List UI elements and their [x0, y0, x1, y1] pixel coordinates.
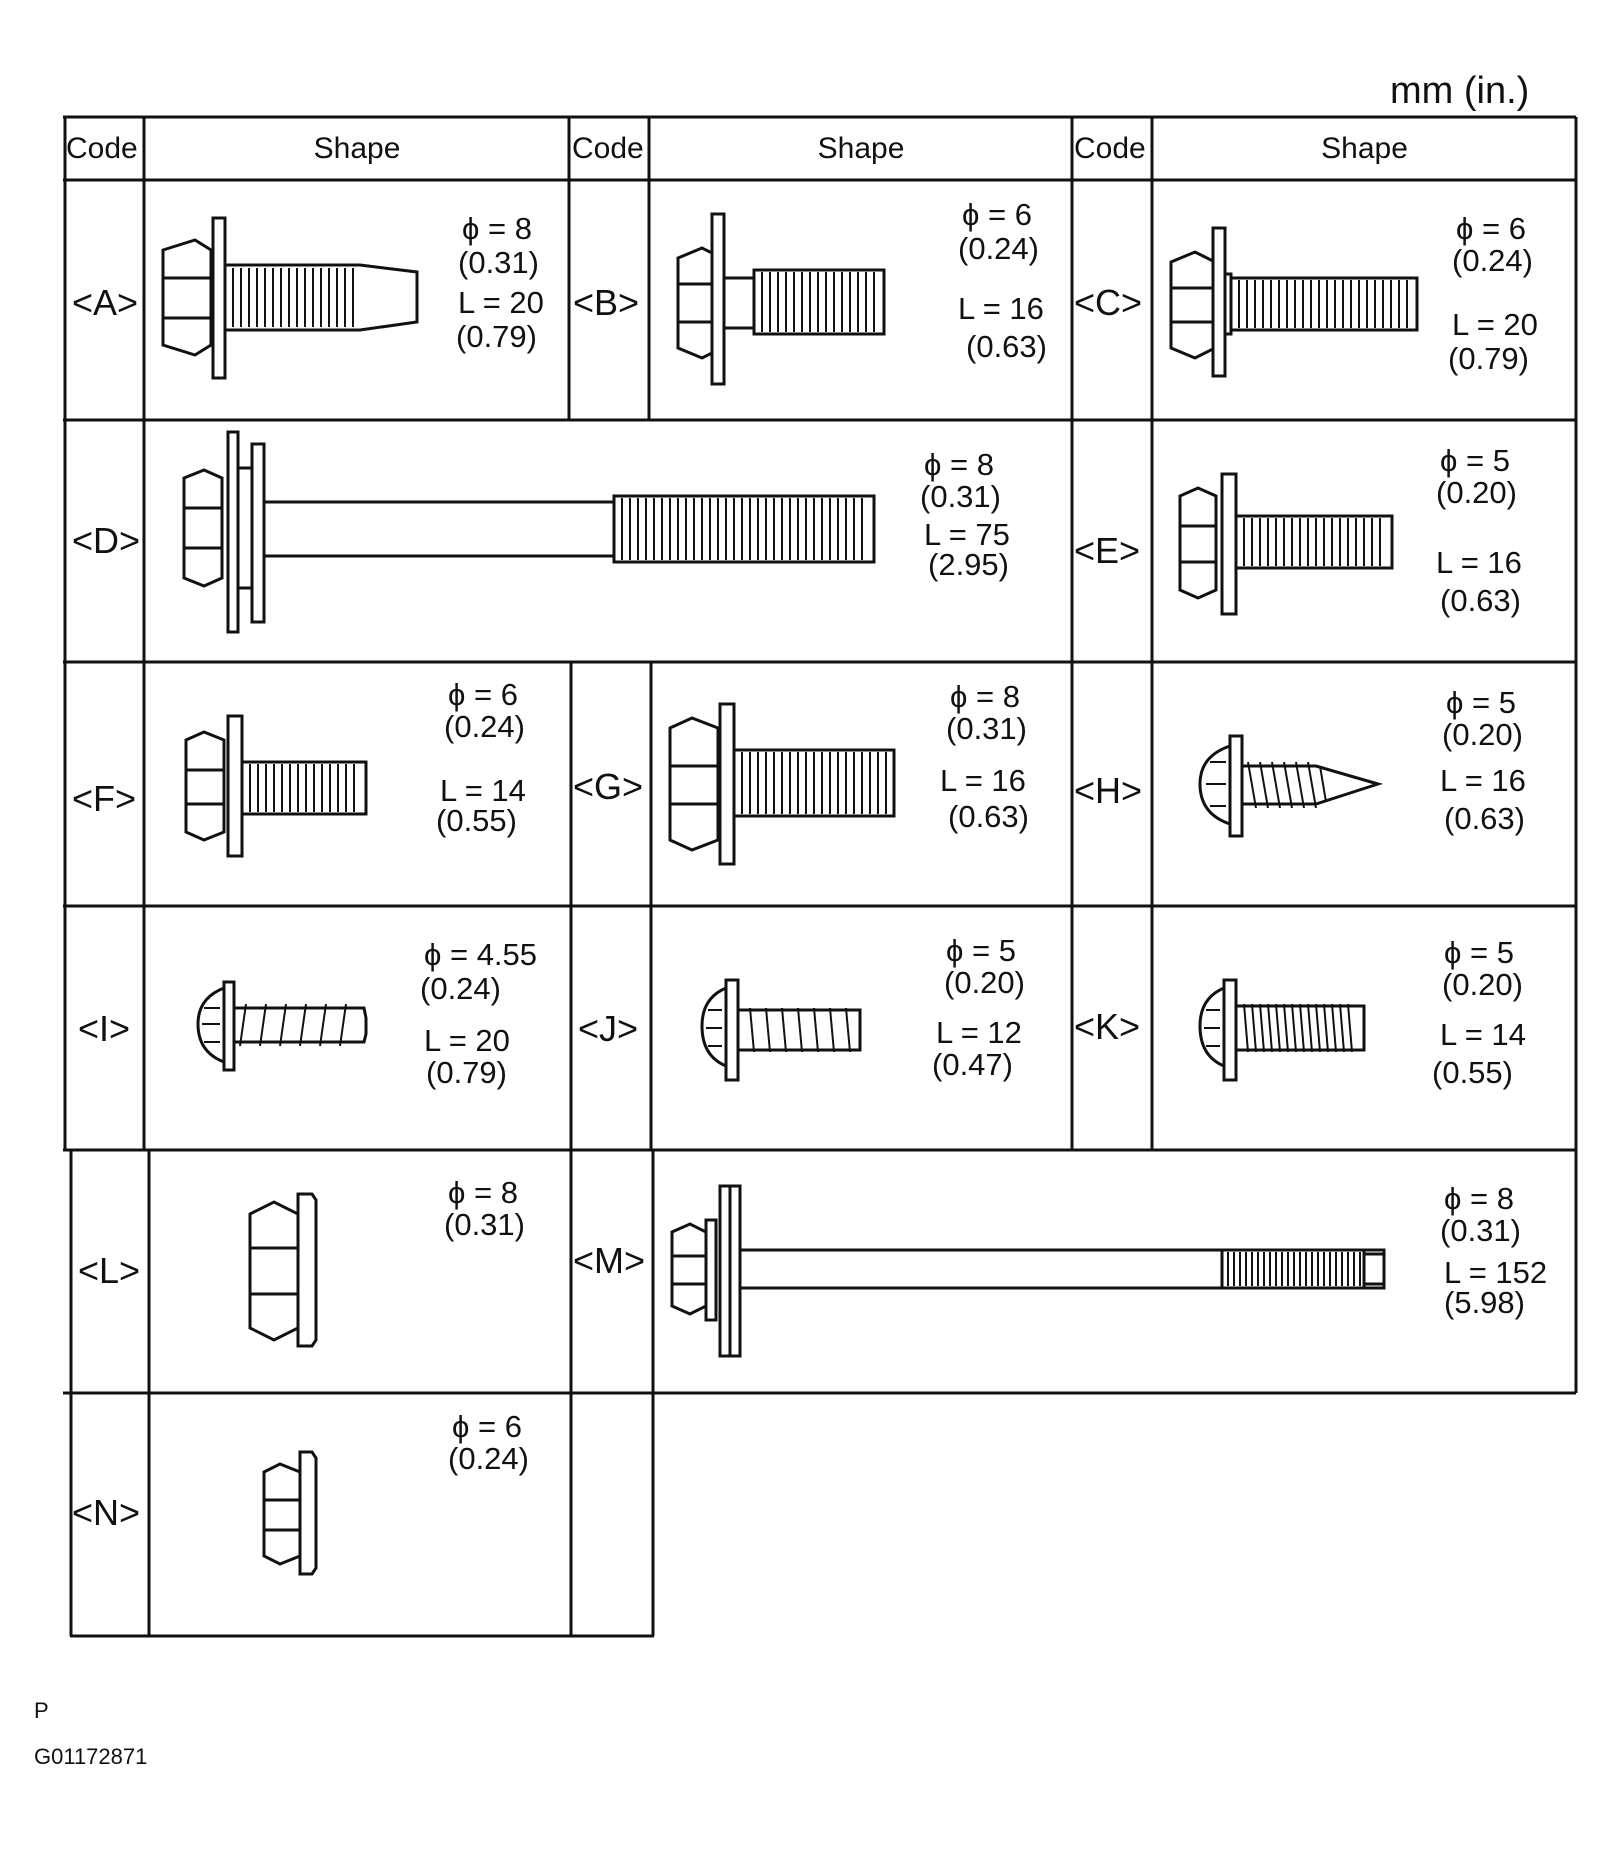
spec-e-dia: ϕ = 5: [1440, 443, 1510, 478]
bolt-e-icon: [1178, 472, 1394, 616]
spec-k-dia: ϕ = 5: [1444, 935, 1514, 970]
spec-d-len-in: (2.95): [928, 547, 1009, 582]
spec-d-dia-in: (0.31): [920, 479, 1001, 514]
header-code-3: Code: [1074, 132, 1146, 165]
spec-b-dia-in: (0.24): [958, 231, 1039, 266]
header-code-2: Code: [572, 132, 644, 165]
spec-c-dia-in: (0.24): [1452, 243, 1533, 278]
code-m: <M>: [573, 1240, 646, 1281]
code-j: <J>: [578, 1008, 639, 1049]
spec-i-len-in: (0.79): [426, 1055, 507, 1090]
spec-b-len-in: (0.63): [966, 329, 1047, 364]
spec-n-dia: ϕ = 6: [452, 1409, 522, 1444]
spec-h-dia-in: (0.20): [1442, 717, 1523, 752]
screw-j-icon: [700, 978, 862, 1082]
spec-g-dia-in: (0.31): [946, 711, 1027, 746]
spec-a-dia: ϕ = 8: [462, 211, 532, 246]
spec-i-len: L = 20: [424, 1023, 510, 1058]
footer-mark: P: [34, 1698, 49, 1723]
spec-c-len: L = 20: [1452, 307, 1538, 342]
code-g: <G>: [573, 766, 644, 807]
code-f: <F>: [72, 778, 137, 819]
bolt-f-icon: [184, 714, 368, 858]
screw-h-icon: [1198, 734, 1384, 838]
spec-b-dia: ϕ = 6: [962, 197, 1032, 232]
bolt-b-icon: [676, 212, 886, 386]
header-shape-3: Shape: [1321, 132, 1408, 165]
spec-g-dia: ϕ = 8: [950, 679, 1020, 714]
code-b: <B>: [573, 282, 640, 323]
spec-h-len-in: (0.63): [1444, 801, 1525, 836]
bolt-m-icon: [670, 1184, 1386, 1358]
screw-i-icon: [196, 980, 368, 1072]
spec-m-len: L = 152: [1444, 1255, 1548, 1290]
screw-k-icon: [1198, 978, 1366, 1082]
spec-j-len-in: (0.47): [932, 1047, 1013, 1082]
spec-h-len: L = 16: [1440, 763, 1526, 798]
code-k: <K>: [1074, 1006, 1141, 1047]
spec-m-dia-in: (0.31): [1440, 1213, 1521, 1248]
spec-b-len: L = 16: [958, 291, 1044, 326]
code-h: <H>: [1074, 770, 1143, 811]
spec-d-dia: ϕ = 8: [924, 447, 994, 482]
spec-a-len-in: (0.79): [456, 319, 537, 354]
spec-i-dia-in: (0.24): [420, 971, 501, 1006]
code-c: <C>: [1074, 282, 1143, 323]
spec-e-dia-in: (0.20): [1436, 475, 1517, 510]
spec-e-len: L = 16: [1436, 545, 1522, 580]
bolt-g-icon: [668, 702, 896, 866]
code-i: <I>: [78, 1008, 131, 1049]
bolt-a-icon: [161, 216, 419, 380]
spec-i-dia: ϕ = 4.55: [424, 937, 538, 972]
spec-j-dia-in: (0.20): [944, 965, 1025, 1000]
spec-m-dia: ϕ = 8: [1444, 1181, 1514, 1216]
spec-l-dia-in: (0.31): [444, 1207, 525, 1242]
spec-n-dia-in: (0.24): [448, 1441, 529, 1476]
spec-f-len: L = 14: [440, 773, 526, 808]
header-shape-1: Shape: [313, 132, 401, 165]
bolt-d-icon: [182, 430, 876, 634]
code-l: <L>: [78, 1250, 141, 1291]
spec-k-len-in: (0.55): [1432, 1055, 1513, 1090]
code-a: <A>: [72, 282, 139, 323]
figure-id: G01172871: [34, 1744, 148, 1769]
spec-h-dia: ϕ = 5: [1446, 685, 1516, 720]
spec-m-len-in: (5.98): [1444, 1285, 1525, 1320]
header-code-1: Code: [66, 132, 138, 165]
spec-g-len: L = 16: [940, 763, 1026, 798]
spec-f-dia-in: (0.24): [444, 709, 525, 744]
spec-c-dia: ϕ = 6: [1456, 211, 1526, 246]
spec-c-len-in: (0.79): [1448, 341, 1529, 376]
bolt-c-icon: [1169, 226, 1419, 378]
nut-n-icon: [262, 1450, 318, 1576]
units-label: mm (in.): [1390, 70, 1530, 112]
header-shape-2: Shape: [817, 132, 905, 165]
code-e: <E>: [1074, 530, 1141, 571]
nut-l-icon: [248, 1192, 318, 1348]
spec-k-len: L = 14: [1440, 1017, 1526, 1052]
spec-f-len-in: (0.55): [436, 803, 517, 838]
spec-e-len-in: (0.63): [1440, 583, 1521, 618]
spec-k-dia-in: (0.20): [1442, 967, 1523, 1002]
spec-d-len: L = 75: [924, 517, 1010, 552]
spec-j-dia: ϕ = 5: [946, 933, 1016, 968]
spec-f-dia: ϕ = 6: [448, 677, 518, 712]
code-n: <N>: [72, 1492, 141, 1533]
spec-a-len: L = 20: [458, 285, 544, 320]
code-d: <D>: [72, 520, 141, 561]
spec-g-len-in: (0.63): [948, 799, 1029, 834]
spec-l-dia: ϕ = 8: [448, 1175, 518, 1210]
spec-j-len: L = 12: [936, 1015, 1022, 1050]
spec-a-dia-in: (0.31): [458, 245, 539, 280]
